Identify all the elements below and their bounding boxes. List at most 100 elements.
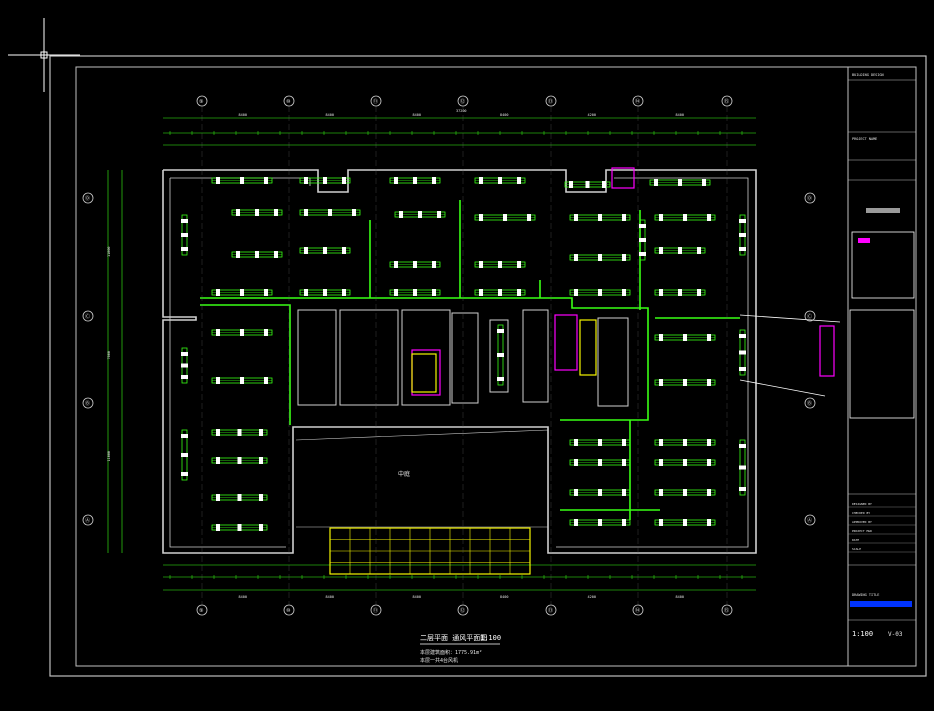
column-axis-label: ⑩ — [286, 99, 291, 105]
diffuser-icon — [707, 214, 711, 221]
bottom-span-dim: 4200 — [588, 595, 596, 599]
diffuser-icon — [479, 177, 483, 184]
diffuser-icon — [574, 289, 578, 296]
diffuser-icon — [497, 377, 504, 381]
diffuser-icon — [622, 289, 626, 296]
diffuser-icon — [574, 214, 578, 221]
diffuser-icon — [394, 261, 398, 268]
diffuser-icon — [413, 261, 417, 268]
top-total-dim: 37200 — [456, 109, 467, 113]
company-name: BUILDING DESIGN — [852, 73, 884, 77]
diffuser-icon — [274, 251, 278, 258]
atrium-label: 中庭 — [398, 470, 410, 478]
diffuser-icon — [654, 179, 658, 186]
diffuser-icon — [739, 247, 746, 251]
diffuser-icon — [683, 489, 687, 496]
diffuser-icon — [240, 329, 244, 336]
diffuser-icon — [659, 334, 663, 341]
row-axis-bubble — [804, 192, 816, 204]
diffuser-icon — [697, 247, 701, 254]
diffuser-icon — [240, 377, 244, 384]
row-axis-bubble — [804, 397, 816, 409]
row-axis-label: Ⓑ — [807, 400, 812, 407]
diffuser-icon — [323, 177, 327, 184]
diffuser-icon — [639, 238, 646, 242]
diffuser-icon — [342, 247, 346, 254]
diffuser-icon — [498, 261, 502, 268]
sheet-scale: 1:100 — [852, 630, 873, 638]
diffuser-icon — [274, 209, 278, 216]
diffuser-icon — [598, 439, 602, 446]
diffuser-icon — [216, 457, 220, 464]
diffuser-icon — [181, 363, 188, 368]
diffuser-icon — [328, 209, 332, 216]
diffuser-icon — [264, 377, 268, 384]
diffuser-icon — [216, 377, 220, 384]
row-axis-bubble — [804, 514, 816, 526]
diffuser-icon — [622, 519, 626, 526]
diffuser-icon — [498, 177, 502, 184]
diffuser-icon — [697, 289, 701, 296]
diffuser-icon — [479, 289, 483, 296]
drawing-title-label: DRAWING TITLE — [852, 593, 879, 597]
diffuser-icon — [598, 289, 602, 296]
left-span-dim: 11000 — [107, 451, 111, 462]
drawing-scale: 1:100 — [480, 634, 501, 642]
sheet-number: V-03 — [888, 631, 903, 638]
diffuser-icon — [598, 519, 602, 526]
diffuser-icon — [683, 214, 687, 221]
title-block-row-label: PROJECT MGR — [852, 529, 872, 533]
bottom-span-dim: 8400 — [413, 595, 421, 599]
diffuser-icon — [574, 489, 578, 496]
column-axis-label: ⑫ — [460, 607, 465, 614]
diffuser-icon — [216, 289, 220, 296]
diffuser-icon — [659, 459, 663, 466]
diffuser-icon — [683, 334, 687, 341]
diffuser-icon — [739, 233, 746, 237]
diffuser-icon — [304, 289, 308, 296]
left-span-dim: 7000 — [107, 351, 111, 359]
diffuser-icon — [216, 494, 220, 501]
diffuser-icon — [739, 219, 746, 223]
column-axis-label: ⑮ — [724, 98, 729, 105]
diffuser-icon — [739, 367, 746, 371]
diffuser-icon — [413, 289, 417, 296]
title-block-row-label: DATE — [852, 538, 859, 542]
top-span-dim: 8400 — [239, 113, 247, 117]
diffuser-icon — [498, 289, 502, 296]
diffuser-icon — [264, 289, 268, 296]
diffuser-icon — [707, 334, 711, 341]
diffuser-icon — [678, 247, 682, 254]
diffuser-icon — [237, 429, 242, 436]
diffuser-icon — [255, 251, 259, 258]
bottom-span-dim: 8400 — [239, 595, 247, 599]
diffuser-icon — [323, 289, 327, 296]
diffuser-icon — [639, 224, 646, 228]
diffuser-icon — [259, 457, 263, 464]
diffuser-icon — [394, 289, 398, 296]
sheet-outer-border — [49, 55, 927, 677]
column-axis-label: ⑫ — [460, 98, 465, 105]
diffuser-icon — [739, 350, 746, 355]
diffuser-icon — [259, 429, 263, 436]
diffuser-icon — [304, 209, 308, 216]
title-block-row-label: SCALE — [852, 547, 861, 551]
diffuser-icon — [237, 494, 242, 501]
diffuser-icon — [707, 439, 711, 446]
diffuser-icon — [683, 379, 687, 386]
row-axis-bubble — [82, 310, 94, 322]
row-axis-bubble — [804, 310, 816, 322]
diffuser-icon — [678, 289, 682, 296]
diffuser-icon — [432, 177, 436, 184]
diffuser-icon — [739, 444, 746, 448]
row-axis-label: Ⓓ — [85, 195, 90, 202]
diffuser-icon — [517, 261, 521, 268]
diffuser-icon — [678, 179, 682, 186]
diffuser-icon — [216, 177, 220, 184]
area-note: 本层建筑面积：1775.91m² — [420, 649, 482, 656]
diffuser-icon — [707, 379, 711, 386]
diffuser-icon — [659, 439, 663, 446]
diffuser-icon — [598, 459, 602, 466]
diffuser-icon — [237, 524, 242, 531]
